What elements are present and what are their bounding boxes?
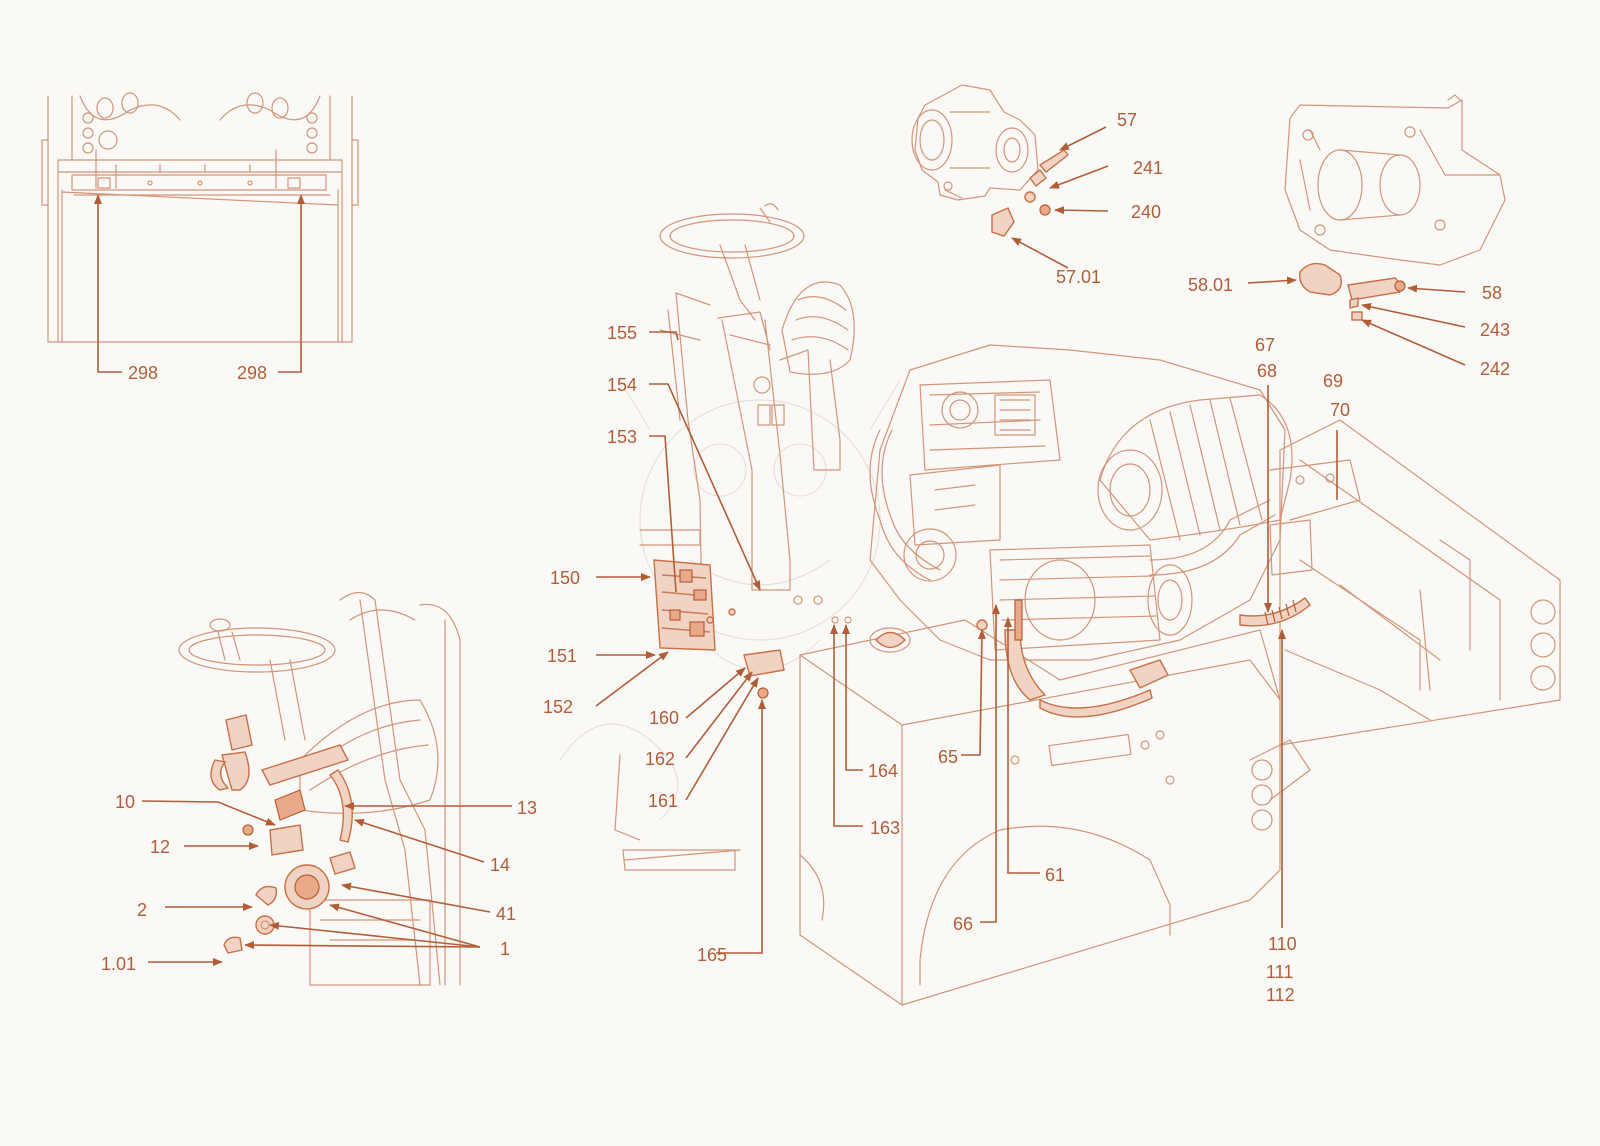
callout-66: 66: [953, 914, 973, 934]
callout-160: 160: [649, 708, 679, 728]
callout-243: 243: [1480, 320, 1510, 340]
callout-111: 111: [1266, 962, 1293, 982]
callout-68: 68: [1257, 361, 1277, 381]
callout-153: 153: [607, 427, 637, 447]
callout-14: 14: [490, 855, 510, 875]
steering-ignition-inset: [178, 591, 461, 986]
callout-241: 241: [1133, 158, 1163, 178]
callout-58: 58: [1482, 283, 1502, 303]
callout-110: 110: [1268, 934, 1297, 954]
callout-151: 151: [547, 646, 577, 666]
callout-162: 162: [645, 749, 675, 769]
callout-155: 155: [607, 323, 637, 343]
callout-163: 163: [870, 818, 900, 838]
callout-150: 150: [550, 568, 580, 588]
callout-112: 112: [1266, 985, 1295, 1005]
callout-2: 2: [137, 900, 147, 920]
machine-main-assembly: [614, 203, 1561, 1006]
callout-labels: 298 298 57 241 240 57.01 58.01 58 243 24…: [101, 110, 1510, 1005]
alternator-detail: [911, 84, 1069, 237]
callout-12: 12: [150, 837, 170, 857]
callout-70: 70: [1330, 400, 1350, 420]
callout-298-right: 298: [237, 363, 267, 383]
callout-165: 165: [697, 945, 727, 965]
callout-13: 13: [517, 798, 537, 818]
callout-58-01: 58.01: [1188, 275, 1233, 295]
callout-10: 10: [115, 792, 135, 812]
starter-detail: [1284, 94, 1506, 321]
callout-1-01: 1.01: [101, 954, 136, 974]
callout-67: 67: [1255, 335, 1275, 355]
callout-41: 41: [496, 904, 516, 924]
callout-1: 1: [500, 939, 510, 959]
seat-rear-inset: [41, 92, 359, 343]
callout-154: 154: [607, 375, 637, 395]
leader-lines: [94, 126, 1466, 966]
callout-161: 161: [648, 791, 678, 811]
callout-164: 164: [868, 761, 898, 781]
callout-240: 240: [1131, 202, 1161, 222]
callout-242: 242: [1480, 359, 1510, 379]
callout-57-01: 57.01: [1056, 267, 1101, 287]
callout-298-left: 298: [128, 363, 158, 383]
callout-65: 65: [938, 747, 958, 767]
callout-69: 69: [1323, 371, 1343, 391]
callout-152: 152: [543, 697, 573, 717]
callout-61: 61: [1045, 865, 1065, 885]
callout-57: 57: [1117, 110, 1137, 130]
